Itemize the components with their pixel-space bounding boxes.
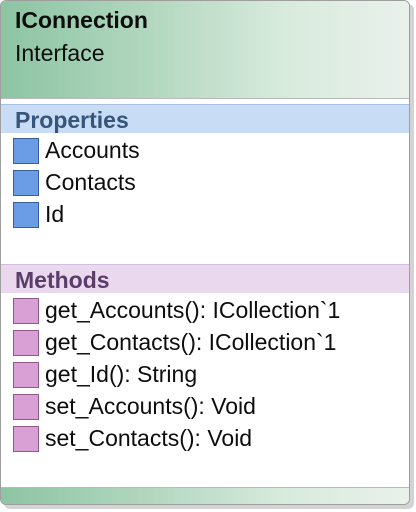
shape-footer: [1, 487, 409, 504]
method-label: get_Id(): String: [45, 361, 198, 387]
property-icon: [13, 138, 39, 164]
method-icon: [13, 330, 39, 356]
shape-header: IConnection Interface: [1, 1, 409, 99]
method-icon: [13, 394, 39, 420]
method-icon: [13, 298, 39, 324]
method-label: set_Accounts(): Void: [45, 393, 256, 419]
property-icon: [13, 170, 39, 196]
properties-section-label: Properties: [15, 107, 129, 133]
method-label: get_Contacts(): ICollection`1: [45, 329, 337, 355]
method-icon: [13, 426, 39, 452]
property-label: Contacts: [45, 169, 136, 195]
interface-stereotype: Interface: [15, 40, 105, 66]
properties-section-header[interactable]: Properties: [1, 104, 409, 133]
property-label: Id: [45, 201, 65, 227]
method-label: get_Accounts(): ICollection`1: [45, 297, 341, 323]
method-icon: [13, 362, 39, 388]
methods-section-label: Methods: [15, 267, 110, 293]
property-icon: [13, 202, 39, 228]
interface-shape[interactable]: IConnection Interface Properties Account…: [0, 0, 410, 505]
property-label: Accounts: [45, 137, 140, 163]
interface-title: IConnection: [15, 7, 148, 33]
methods-section-header[interactable]: Methods: [1, 264, 409, 293]
method-label: set_Contacts(): Void: [45, 425, 253, 451]
